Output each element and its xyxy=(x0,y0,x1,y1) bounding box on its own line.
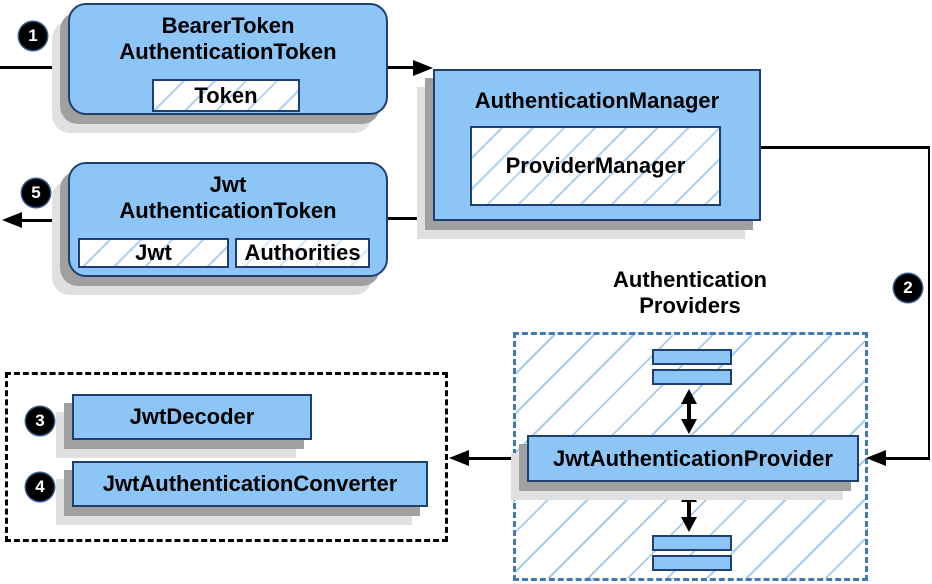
decoder-converter-region xyxy=(5,372,448,542)
authentication-manager-title: AuthenticationManager xyxy=(474,88,720,113)
arrow-up-head-icon xyxy=(681,487,697,502)
arrow-up-head-icon xyxy=(681,389,697,404)
other-provider-rect xyxy=(652,555,732,571)
jwt-token-title-line2: AuthenticationToken xyxy=(119,198,337,223)
arrow-left-icon xyxy=(449,450,469,466)
jwt-authentication-token-node: Jwt AuthenticationToken Jwt Authorities xyxy=(68,162,388,277)
arrow-down-head-icon xyxy=(681,517,697,532)
bearer-token-authentication-token-node: BearerToken AuthenticationToken Token xyxy=(68,3,388,115)
double-arrow-shaft xyxy=(687,500,691,520)
jwt-chip: Jwt xyxy=(78,238,229,268)
bearer-token-title-line2: AuthenticationToken xyxy=(119,39,337,64)
double-arrow-shaft xyxy=(687,402,691,422)
jwt-authentication-converter-node: JwtAuthenticationConverter xyxy=(72,461,428,507)
arrow-down-head-icon xyxy=(681,419,697,434)
providers-label-line1: Authentication xyxy=(613,267,767,292)
authorities-chip: Authorities xyxy=(235,238,370,268)
step-5-badge: 5 xyxy=(22,179,50,207)
step-3-badge: 3 xyxy=(26,407,54,435)
other-provider-rect xyxy=(652,535,732,551)
arrow-left-icon xyxy=(2,212,22,228)
step-1-badge: 1 xyxy=(19,22,47,50)
arrow-right-icon xyxy=(413,60,433,76)
arrow-left-icon xyxy=(866,450,886,466)
provider-manager-chip: ProviderManager xyxy=(470,126,721,206)
connector-step2-vertical-line xyxy=(927,146,930,459)
connector-step2-top-line xyxy=(761,146,930,149)
step-2-badge: 2 xyxy=(894,274,922,302)
bearer-token-title-line1: BearerToken xyxy=(161,13,295,38)
connector-step1-line xyxy=(0,66,69,69)
step-4-badge: 4 xyxy=(26,473,54,501)
other-provider-rect xyxy=(652,349,732,365)
connector-bearer-to-manager-line xyxy=(388,66,415,69)
providers-label-line2: Providers xyxy=(639,293,741,318)
connector-manager-to-jwttoken-line xyxy=(387,217,435,220)
token-chip: Token xyxy=(152,79,300,112)
connector-step2-bottom-line xyxy=(886,457,930,460)
connector-step5-line xyxy=(21,219,68,222)
other-provider-rect xyxy=(652,369,732,385)
authentication-manager-node: AuthenticationManager ProviderManager xyxy=(433,69,761,221)
jwt-authentication-provider-node: JwtAuthenticationProvider xyxy=(527,435,859,482)
jwt-decoder-node: JwtDecoder xyxy=(72,394,312,440)
authentication-providers-label: Authentication Providers xyxy=(570,267,810,319)
jwt-token-title-line1: Jwt xyxy=(209,172,247,197)
connector-provider-to-decoder-line xyxy=(469,457,527,460)
